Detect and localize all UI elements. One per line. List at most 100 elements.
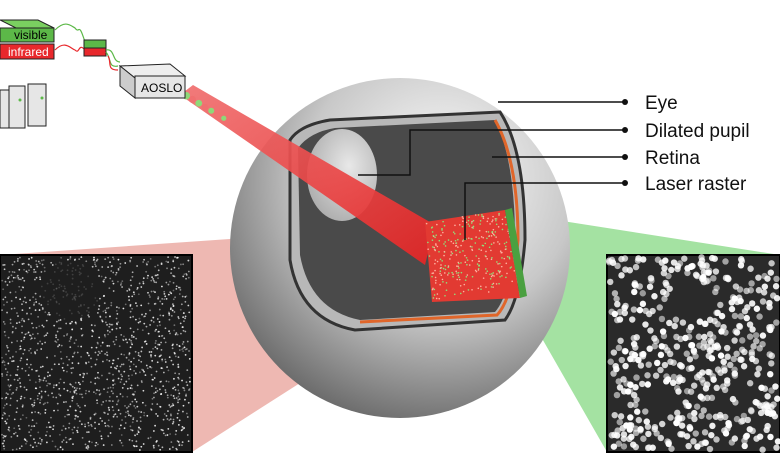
texture-dot: [65, 401, 67, 403]
texture-dot: [645, 310, 653, 318]
texture-dot: [468, 225, 471, 227]
texture-dot: [174, 333, 177, 336]
texture-dot: [66, 370, 68, 373]
texture-dot: [57, 409, 59, 412]
texture-dot: [134, 350, 137, 353]
texture-dot: [638, 380, 646, 388]
texture-dot: [88, 440, 91, 443]
texture-dot: [111, 280, 114, 283]
texture-dot: [661, 265, 668, 272]
texture-dot: [441, 260, 443, 262]
texture-dot: [40, 440, 43, 443]
texture-dot: [84, 392, 87, 395]
texture-dot: [98, 377, 100, 380]
texture-dot: [30, 428, 33, 431]
texture-dot: [34, 271, 37, 273]
texture-dot: [138, 449, 141, 451]
texture-dot: [100, 350, 103, 353]
texture-dot: [75, 409, 77, 412]
texture-dot: [66, 293, 69, 296]
texture-dot: [3, 323, 6, 325]
texture-dot: [104, 321, 107, 324]
texture-dot: [52, 425, 55, 427]
texture-dot: [485, 255, 487, 258]
texture-dot: [33, 425, 36, 427]
texture-dot: [637, 426, 644, 433]
texture-dot: [111, 406, 114, 408]
texture-dot: [171, 274, 174, 277]
texture-dot: [431, 275, 433, 278]
texture-dot: [39, 340, 42, 343]
texture-dot: [491, 220, 493, 223]
texture-dot: [78, 271, 81, 274]
texture-dot: [764, 393, 771, 400]
texture-dot: [94, 427, 97, 430]
texture-dot: [458, 224, 461, 226]
texture-dot: [480, 236, 483, 238]
texture-dot: [166, 434, 169, 436]
texture-dot: [167, 410, 169, 412]
texture-dot: [138, 359, 140, 362]
texture-dot: [172, 363, 175, 366]
texture-dot: [150, 351, 153, 353]
texture-dot: [444, 241, 446, 243]
texture-dot: [26, 363, 28, 366]
texture-dot: [462, 250, 464, 252]
texture-dot: [684, 265, 691, 272]
texture-dot: [115, 306, 118, 309]
texture-dot: [31, 322, 33, 325]
texture-dot: [736, 322, 743, 330]
texture-dot: [221, 115, 227, 121]
texture-dot: [106, 354, 108, 356]
texture-dot: [467, 223, 470, 225]
texture-dot: [109, 277, 112, 280]
texture-dot: [104, 311, 107, 314]
texture-dot: [499, 250, 502, 253]
texture-dot: [58, 327, 60, 330]
texture-dot: [471, 238, 473, 240]
texture-dot: [631, 281, 638, 288]
texture-dot: [137, 352, 140, 354]
texture-dot: [132, 357, 135, 360]
texture-dot: [479, 285, 482, 288]
texture-dot: [87, 275, 90, 278]
texture-dot: [493, 242, 495, 244]
texture-dot: [113, 343, 116, 346]
texture-dot: [29, 347, 32, 350]
texture-dot: [46, 401, 49, 404]
texture-dot: [13, 271, 16, 274]
texture-dot: [117, 399, 120, 402]
texture-dot: [768, 360, 775, 367]
texture-dot: [132, 291, 135, 294]
fiber-red-2: [107, 55, 119, 71]
texture-dot: [46, 430, 48, 433]
texture-dot: [156, 274, 159, 276]
texture-dot: [87, 421, 90, 424]
texture-dot: [657, 434, 665, 442]
texture-dot: [103, 334, 106, 336]
texture-dot: [493, 275, 495, 277]
texture-dot: [434, 269, 436, 272]
texture-dot: [435, 244, 437, 246]
texture-dot: [436, 260, 439, 263]
texture-dot: [104, 353, 107, 355]
texture-dot: [444, 268, 447, 271]
texture-dot: [445, 289, 448, 292]
texture-dot: [764, 275, 771, 282]
texture-dot: [32, 296, 35, 299]
texture-dot: [60, 285, 63, 288]
texture-dot: [489, 273, 491, 276]
texture-dot: [1, 433, 3, 436]
texture-dot: [34, 278, 36, 281]
texture-dot: [19, 418, 22, 421]
texture-dot: [5, 422, 8, 424]
texture-dot: [83, 373, 86, 375]
texture-dot: [701, 320, 709, 328]
texture-dot: [29, 334, 31, 337]
texture-dot: [432, 272, 435, 274]
texture-dot: [120, 441, 123, 444]
texture-dot: [89, 381, 92, 384]
texture-dot: [747, 287, 755, 294]
texture-dot: [450, 251, 453, 253]
texture-dot: [97, 354, 100, 356]
